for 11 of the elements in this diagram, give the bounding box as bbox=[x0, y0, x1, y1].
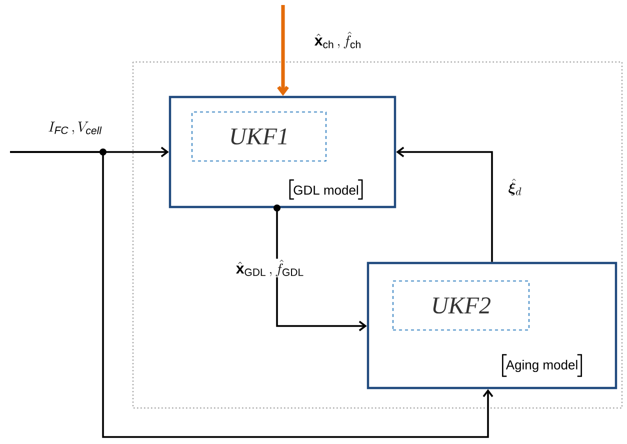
edge-label: $I_{\mathit{FC}}\,,V_{\mathit{cell}}$ bbox=[48, 122, 102, 134]
bracketed-label: GDL model bbox=[289, 179, 363, 200]
edge-label: $\hat{\boldsymbol{\xi}}_{d}$ bbox=[508, 178, 522, 196]
bracketed-label: Aging model bbox=[502, 354, 582, 377]
arrow bbox=[277, 5, 289, 96]
filter-box: UKF1 bbox=[192, 112, 326, 162]
arrow bbox=[10, 151, 494, 438]
edge-label: $\hat{\mathbf{x}}_{\mathrm{ch}}\,,\hat{f}_{\mathrm{ch}}$ bbox=[314, 32, 360, 48]
arrow bbox=[396, 146, 493, 262]
edge-label: $\hat{\mathbf{x}}_{\mathrm{GDL}}\,,\hat{f}_{\mathrm{GDL}}$ bbox=[236, 260, 304, 276]
filter-box: UKF2 bbox=[392, 280, 530, 330]
